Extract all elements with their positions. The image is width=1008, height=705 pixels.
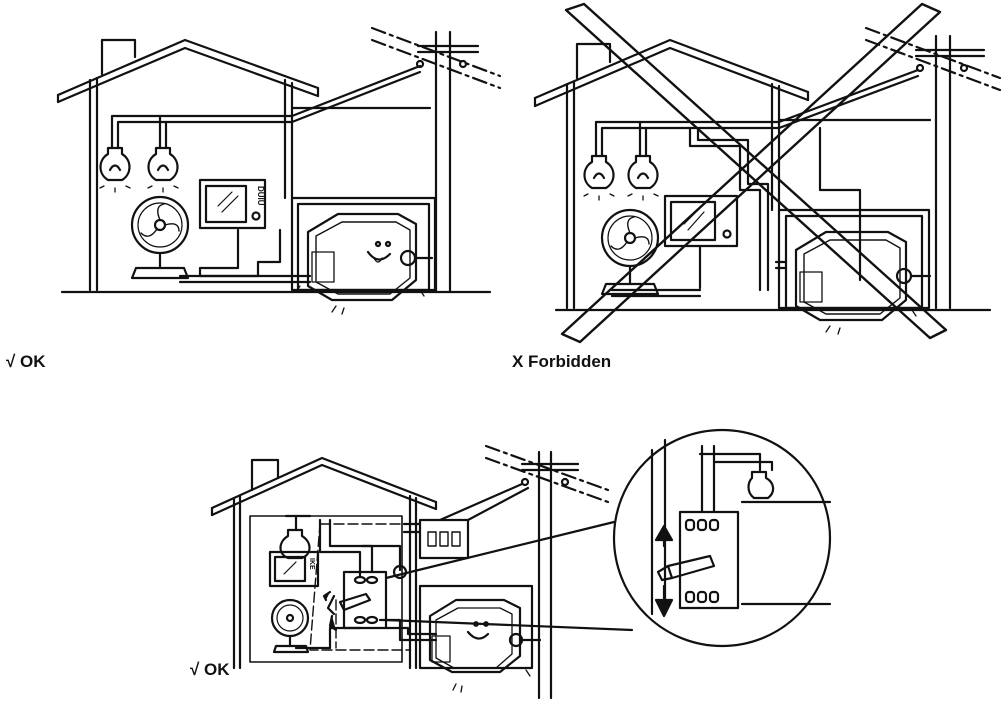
meter-box bbox=[418, 518, 470, 560]
caption-forbidden-top-right: X Forbidden bbox=[512, 352, 612, 371]
caption-ok-top-left: √ OK bbox=[6, 352, 46, 371]
generator-icon bbox=[794, 230, 932, 335]
utility-pole bbox=[864, 26, 1002, 310]
house bbox=[210, 456, 438, 670]
tv-brand-label: DUIU bbox=[256, 186, 265, 206]
utility-pole bbox=[370, 26, 502, 294]
panel-ok-top-left: DUIU bbox=[56, 26, 502, 315]
light-bulb-icon bbox=[99, 146, 131, 193]
tv-icon: IKE bbox=[268, 550, 320, 588]
caption-ok-bottom: √ OK bbox=[190, 660, 230, 679]
transfer-switch bbox=[322, 570, 388, 632]
zoom-line bbox=[384, 520, 616, 580]
zoom-line bbox=[384, 618, 634, 632]
generator-icon bbox=[418, 584, 542, 693]
house bbox=[533, 38, 810, 310]
panel-forbidden-top-right bbox=[533, 2, 1002, 344]
light-bulb-icon bbox=[147, 146, 179, 193]
house-wiring bbox=[110, 64, 422, 284]
electric-fan-icon bbox=[600, 208, 660, 296]
electric-fan-icon bbox=[270, 598, 310, 654]
light-bulb-icon bbox=[583, 154, 615, 201]
generator-icon bbox=[295, 212, 434, 315]
tv-icon: DUIU bbox=[198, 178, 267, 230]
house bbox=[56, 38, 320, 292]
forbidden-cross-icon bbox=[560, 2, 948, 344]
tv-brand-label: IKE bbox=[308, 558, 315, 570]
garage-wall bbox=[777, 118, 932, 310]
tv-icon bbox=[663, 194, 739, 290]
zoomed-transfer-switch bbox=[612, 428, 832, 648]
panel-ok-bottom: IKE bbox=[210, 428, 832, 700]
light-bulb-icon bbox=[627, 154, 659, 201]
electric-fan-icon bbox=[130, 195, 190, 280]
utility-pole bbox=[484, 444, 610, 700]
